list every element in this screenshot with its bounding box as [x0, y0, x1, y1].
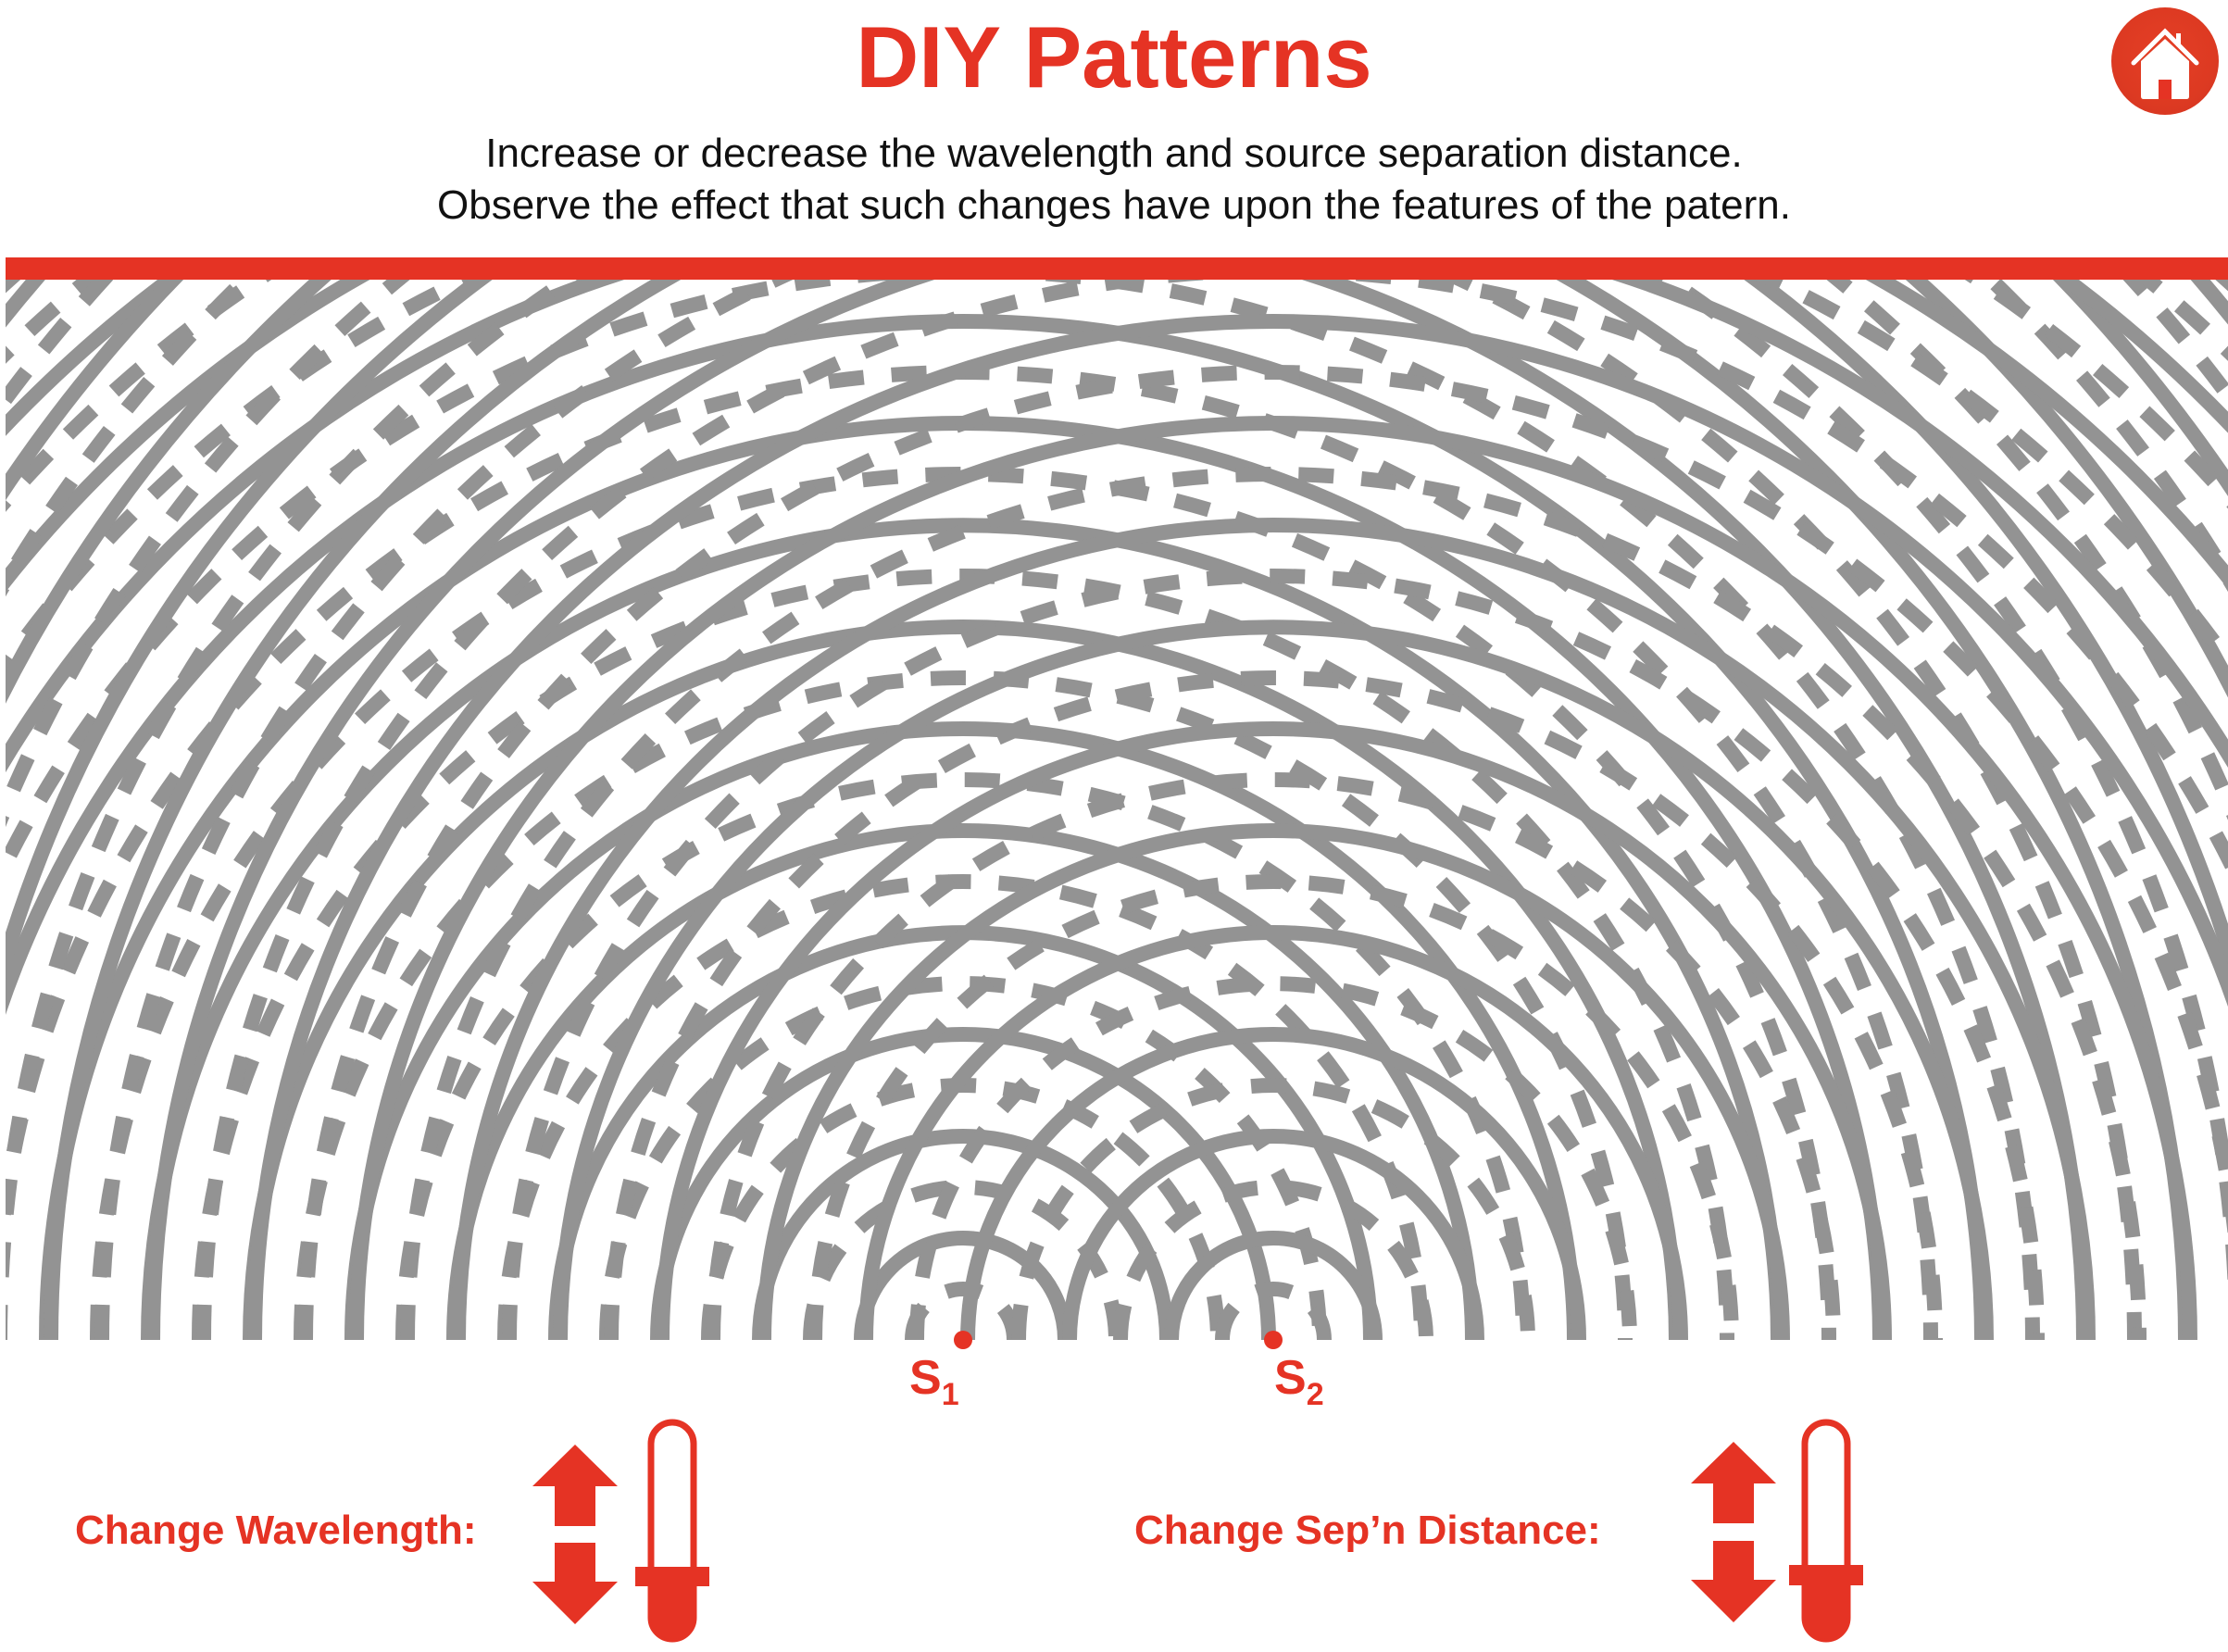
crest-arc [960, 1027, 1586, 1340]
trough-arc [497, 874, 1429, 1340]
crest-arc [752, 1129, 1174, 1340]
source-label-s1: S1 [909, 1350, 959, 1413]
separation-increase-button[interactable] [1689, 1440, 1778, 1525]
crest-arc [145, 280, 2228, 1340]
crest-arc [1062, 1129, 1484, 1340]
crest-arc [44, 280, 2228, 1340]
trough-arc [294, 670, 1633, 1340]
instructions: Increase or decrease the wavelength and … [0, 128, 2228, 232]
arrow-up-icon [1691, 1442, 1776, 1523]
crest-arc [858, 925, 1688, 1340]
wavelength-slider[interactable] [633, 1419, 711, 1643]
trough-arc [1113, 1180, 1433, 1340]
slider-handle [1789, 1565, 1863, 1585]
separation-label: Change Sep’n Distance: [1134, 1508, 1601, 1553]
crest-arc [6, 280, 2228, 984]
trough-arc [94, 280, 2228, 1340]
trough-arc [6, 280, 2228, 827]
arrow-down-icon [1691, 1541, 1776, 1622]
trough-arc [192, 569, 1734, 1340]
separation-decrease-button[interactable] [1689, 1539, 1778, 1624]
home-icon [2131, 28, 2199, 99]
crest-arc [6, 280, 2228, 704]
crest-arc [247, 314, 2228, 1340]
trough-arc [400, 467, 2147, 1340]
arrow-up-icon [532, 1445, 618, 1526]
crest-arc [451, 518, 2096, 1340]
trough-arc [706, 772, 1841, 1340]
crest-arc [1164, 1231, 1383, 1340]
home-button[interactable] [2111, 7, 2219, 115]
source-letter: S [909, 1351, 942, 1405]
source-point [1264, 1331, 1283, 1349]
trough-arc [1215, 1282, 1332, 1340]
crest-arc [446, 823, 1480, 1340]
crest-arc [6, 280, 2091, 1340]
trough-arc [6, 280, 2228, 1340]
trough-arc [502, 569, 2045, 1340]
crest-arc [655, 721, 1892, 1340]
wavelength-decrease-button[interactable] [531, 1541, 620, 1626]
wavelength-increase-button[interactable] [531, 1443, 620, 1528]
wavelength-label: Change Wavelength: [75, 1508, 477, 1553]
trough-arc [1011, 1078, 1535, 1340]
instruction-line-1: Increase or decrease the wavelength and … [485, 131, 1743, 176]
instruction-line-2: Observe the effect that such changes hav… [437, 182, 1791, 228]
trough-arc [298, 365, 2228, 1340]
source-subscript: 1 [941, 1377, 959, 1412]
source-label-s2: S2 [1274, 1350, 1324, 1413]
crest-arc [349, 416, 2197, 1340]
crest-arc [243, 620, 1684, 1340]
trough-arc [807, 874, 1739, 1340]
arrow-down-icon [532, 1543, 618, 1624]
divider-bar [6, 257, 2228, 280]
source-subscript: 2 [1306, 1377, 1324, 1412]
crest-arc [344, 721, 1582, 1340]
trough-arc [395, 772, 1531, 1340]
crest-arc [553, 620, 1994, 1340]
source-point [954, 1331, 972, 1349]
separation-slider[interactable] [1787, 1419, 1865, 1643]
slider-handle [635, 1567, 709, 1586]
trough-arc [604, 670, 1943, 1340]
source-letter: S [1274, 1351, 1307, 1405]
page-title: DIY Patterns [856, 8, 1372, 106]
crest-arc [757, 823, 1790, 1340]
